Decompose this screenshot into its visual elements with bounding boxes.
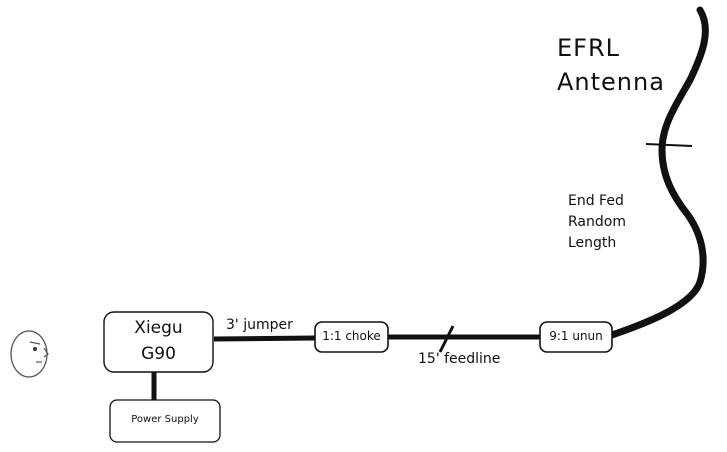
radio-label-line2: G90 bbox=[141, 344, 176, 364]
operator-face-icon bbox=[10, 330, 49, 378]
jumper-cable bbox=[213, 335, 316, 342]
radio-box bbox=[103, 311, 214, 373]
antenna-break-mark bbox=[645, 143, 693, 147]
choke-label: 1:1 choke bbox=[322, 329, 381, 343]
radio-label-line1: Xiegu bbox=[134, 318, 183, 338]
antenna-desc-line1: End Fed bbox=[568, 193, 624, 209]
power-supply-label: Power Supply bbox=[131, 414, 199, 425]
power-supply-box bbox=[109, 399, 221, 443]
jumper-label: 3' jumper bbox=[226, 317, 293, 333]
feedline-label: 15' feedline bbox=[418, 351, 501, 367]
antenna-wire bbox=[608, 6, 709, 339]
feedline-break-mark bbox=[438, 325, 455, 353]
unun-box bbox=[539, 321, 613, 353]
unun-label: 9:1 unun bbox=[549, 329, 603, 343]
antenna-desc-line3: Length bbox=[568, 235, 617, 251]
antenna-title-line2: Antenna bbox=[557, 68, 665, 96]
antenna-title-line1: EFRL bbox=[557, 34, 621, 62]
choke-box bbox=[314, 321, 389, 353]
antenna-desc-line2: Random bbox=[568, 214, 626, 230]
